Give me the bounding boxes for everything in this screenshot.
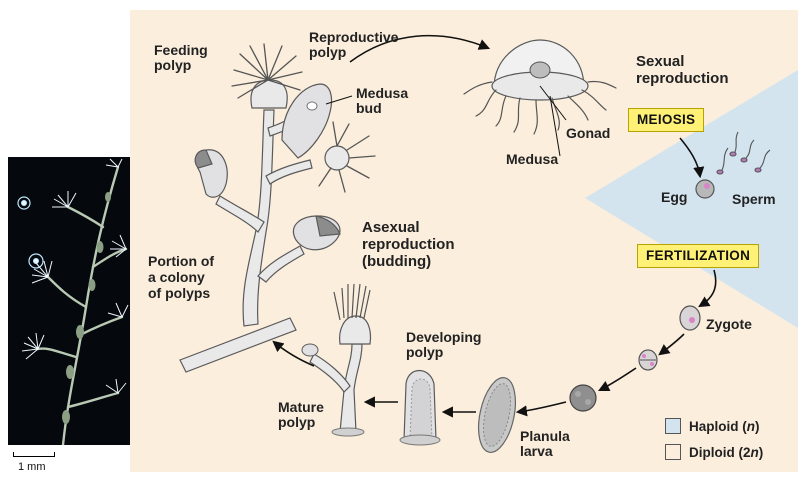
process-fertilization: FERTILIZATION [637, 244, 760, 268]
blastula-drawing [569, 384, 597, 412]
reproductive-polyp-drawing [281, 83, 333, 159]
label-zygote: Zygote [706, 316, 752, 332]
medusa-drawing [463, 39, 617, 135]
feeding-polyp-drawing [231, 43, 303, 109]
egg-drawing [695, 179, 715, 199]
medusa-bud-drawing [318, 121, 376, 193]
sperm-drawing [716, 131, 771, 175]
scale-bar [13, 452, 55, 457]
polyp-colony [179, 109, 313, 373]
process-meiosis: MEIOSIS [628, 108, 705, 132]
early-embryo-drawing [638, 349, 658, 371]
label-pointer-lines [325, 95, 561, 157]
colony-micrograph [8, 157, 130, 445]
mature-polyp-drawing [301, 283, 372, 437]
haploid-swatch [665, 418, 681, 434]
legend-haploid: Haploid (n) [665, 418, 760, 434]
planula-larva-drawing [477, 377, 517, 453]
label-gonad: Gonad [566, 125, 611, 141]
diploid-swatch [665, 444, 681, 460]
cycle-arrows [272, 34, 717, 418]
label-sperm: Sperm [732, 191, 776, 207]
label-egg: Egg [661, 189, 688, 205]
feeding-polyps-micrograph [21, 158, 129, 394]
zygote-drawing [679, 305, 701, 331]
developing-polyp-drawing [399, 369, 441, 446]
lower-polyp-buds [194, 149, 341, 251]
reproductive-polyps-micrograph [62, 192, 111, 424]
medusa-micrograph-1 [17, 196, 44, 269]
label-medusa: Medusa [506, 151, 559, 167]
scale-label: 1 mm [18, 461, 46, 473]
